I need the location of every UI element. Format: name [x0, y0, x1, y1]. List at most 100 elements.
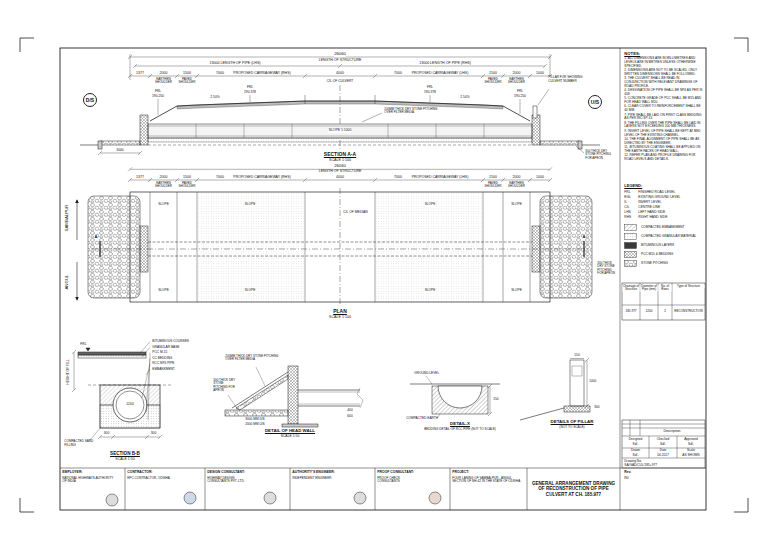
label-text: EGL — [624, 196, 631, 200]
note-text: 4. DESIGNATION OF PIPE SHALL BE NP4 AS P… — [624, 89, 703, 96]
label-text: FRL — [517, 90, 524, 94]
label-text: No. of Rows — [659, 285, 672, 292]
label-text: COMPACTED SAND FILLING — [64, 440, 96, 447]
dimension-line — [570, 358, 589, 408]
label-text: SCALE 1:100 — [329, 159, 351, 163]
label-text: SLOPE — [158, 289, 169, 293]
direction-arrow — [77, 200, 78, 240]
dimension-text: 4000 — [336, 176, 344, 180]
table-grid — [622, 283, 705, 320]
dimension-text: 1377 — [136, 72, 144, 76]
dimension-text: 1500 — [489, 72, 497, 76]
label-text: Rev. — [624, 471, 632, 475]
head-wall — [140, 115, 148, 145]
pipe-invert — [438, 386, 482, 408]
note-text: 5. CONCRETE GRADE OF PCC SHALL BE M15 AN… — [624, 97, 703, 104]
head-wall — [288, 366, 298, 424]
structure-table — [622, 283, 705, 320]
label-text: PAVED SHOULDER — [178, 78, 196, 85]
toe-wall — [98, 141, 102, 149]
ground-line — [410, 384, 500, 385]
apron — [540, 141, 580, 145]
dimension-text: 1000 — [589, 380, 597, 384]
label-text: RCC NP4 PIPE — [152, 362, 175, 366]
carriageway — [375, 192, 483, 302]
view-title: NOTES: — [624, 52, 640, 57]
legend-swatch — [625, 252, 637, 258]
dimension-text: 1500 — [183, 72, 191, 76]
legend-text: PCC M15 & BEDDING — [641, 253, 673, 257]
note-text: 7. PIPE SHALL BE LAID ON FIRST CLASS BED… — [624, 114, 703, 121]
dimension-text: 1377 — [136, 176, 144, 180]
label-text: PCC M-15 — [152, 351, 167, 355]
label-text: INVERT LEVEL — [638, 201, 662, 205]
node-text: D/S — [86, 97, 94, 103]
legend-swatch-frame — [624, 233, 637, 240]
label-text: FRL — [155, 90, 162, 94]
note-text: 10. THE FINAL ALIGNMENT OF PIPE SHALL BE… — [624, 138, 703, 145]
label-text: LEFT HAND SIDE — [638, 211, 665, 215]
note-text: 2. DIMENSIONS ARE NOT TO BE SCALED, ONLY… — [624, 69, 703, 76]
pillar-plate — [572, 366, 582, 376]
label-text: 2.50% — [460, 96, 470, 100]
title-block — [622, 420, 705, 468]
dimension-line — [72, 350, 162, 439]
legend-text: COMPACTED EMBANKMENT — [641, 226, 685, 230]
dimension-text: 7000 — [216, 176, 224, 180]
label-text: IL — [624, 201, 627, 205]
label-text: SLOPE — [158, 203, 169, 207]
toe-wall — [578, 141, 582, 149]
label-text: R0 — [624, 477, 629, 481]
logo — [106, 494, 118, 506]
label-text: FRL — [80, 343, 87, 347]
dimension-text: 1200 — [645, 310, 652, 313]
drawing-title-box: GENERAL ARRANGEMENT DRAWING OF RECONSTRU… — [529, 481, 618, 498]
logo — [184, 492, 196, 504]
corner-marks — [20, 38, 748, 512]
label-text: SCALE 1:50 — [115, 458, 135, 462]
label-text: SLOPE — [244, 289, 255, 293]
label-text: EARTHEN SHOULDER — [153, 182, 175, 189]
label-text: 2.50% — [210, 96, 220, 100]
dimension-text: 150 — [493, 398, 499, 402]
head-wall-plan — [532, 226, 540, 272]
label-text: PROPOSED CARRIAGEWAY (LHS) — [411, 176, 468, 180]
label-text: FOUR LANING OF SAMBALPUR - ANGUL SECTION… — [452, 477, 524, 484]
section-end-marker: D/S — [83, 93, 97, 107]
title-block-grid — [622, 420, 705, 458]
head-wall-plan — [140, 226, 148, 272]
label-text: Sd/- — [688, 443, 694, 447]
label-text: PAVED SHOULDER — [178, 182, 196, 189]
dimension-text: 1200 — [126, 403, 134, 407]
label-text: SLOPE — [244, 203, 255, 207]
pipe — [298, 390, 360, 406]
dimension-text: 190.378 — [424, 91, 437, 95]
label-text: BEDDING DETAIL OF RCC PIPE (NOT TO SCALE… — [424, 428, 496, 431]
label-text: GRANULAR BASE — [152, 346, 180, 350]
label-text: SAMBALPUR — [65, 204, 70, 232]
logo — [264, 492, 276, 504]
label-text: A — [94, 235, 97, 239]
label-text: FRL — [624, 191, 631, 195]
carriageway — [197, 192, 305, 302]
label-text: Diameter of Pipe (mm) — [641, 285, 658, 292]
stone-pitching — [236, 375, 288, 410]
legend-swatch — [625, 225, 637, 231]
trench — [100, 385, 160, 428]
label-text: SLOPE — [424, 203, 435, 207]
label-text: 300 THICK DRY STONE PITCHING FOR APRON — [585, 150, 617, 160]
label-text: FINISHED ROAD LEVEL — [638, 191, 676, 195]
section-mark — [100, 241, 584, 257]
slope-line — [520, 408, 564, 420]
label-text: C/L OF CULVERT — [326, 80, 353, 84]
dimension-text: 26060 — [334, 52, 346, 57]
dimension-text: 300 — [150, 432, 156, 436]
level-mark — [86, 348, 90, 351]
legend-row: COMPACTED GRANULAR MATERIAL — [624, 233, 696, 240]
note-text: 9. INVERT LEVEL OF PIPE SHALL BE KEPT AT… — [624, 130, 703, 137]
label-text: 13000 LENGTH OF PIPE (LHS) — [209, 62, 261, 66]
label-text: PILLAR FOR SHOWING CULVERT NUMBER — [548, 76, 586, 83]
label-text: PROOF CONSULTANT: — [377, 471, 414, 475]
view-title: LEGEND: — [624, 184, 643, 188]
stone-pitching — [88, 196, 140, 298]
